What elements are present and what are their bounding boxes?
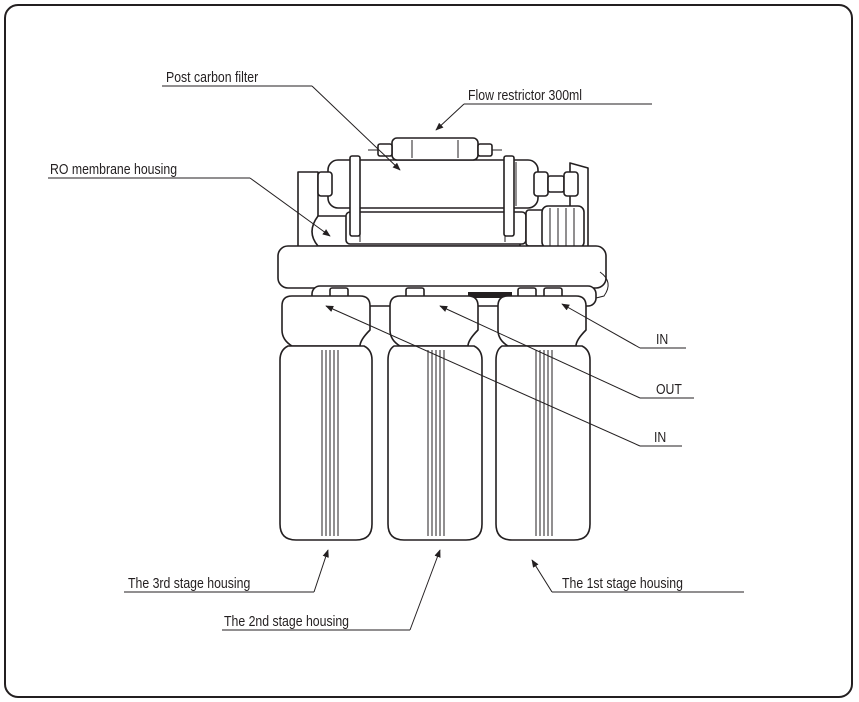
third-stage-housing-drawing <box>279 295 373 541</box>
leader-lines <box>48 85 744 631</box>
flow-restrictor-label: Flow restrictor 300ml <box>468 87 582 103</box>
second-stage-housing-drawing <box>387 295 483 541</box>
post-carbon-filter-label: Post carbon filter <box>166 69 259 85</box>
out-leader <box>439 305 641 399</box>
in-upper-leader <box>561 303 641 349</box>
in-lower-leader <box>325 305 641 447</box>
third-stage-housing-label: The 3rd stage housing <box>128 575 250 591</box>
second-stage-leader <box>409 549 441 631</box>
ro-membrane-housing <box>311 205 585 249</box>
in-upper-label: IN <box>656 331 668 347</box>
third-stage-leader <box>313 549 329 593</box>
first-stage-leader <box>531 559 553 593</box>
post-carbon-filter <box>317 155 579 237</box>
ro-membrane-leader <box>249 177 331 237</box>
flow-restrictor <box>368 137 502 161</box>
in-lower-label: IN <box>654 429 666 445</box>
ro-unit-illustration <box>277 137 609 541</box>
first-stage-housing-drawing <box>495 295 591 541</box>
out-label: OUT <box>656 381 683 397</box>
ro-membrane-housing-label: RO membrane housing <box>50 161 177 177</box>
flow-restrictor-leader <box>435 103 465 131</box>
second-stage-housing-label: The 2nd stage housing <box>224 613 349 629</box>
callout-labels: Post carbon filter Flow restrictor 300ml… <box>50 69 683 629</box>
post-carbon-filter-leader <box>311 85 401 171</box>
first-stage-housing-label: The 1st stage housing <box>562 575 683 591</box>
